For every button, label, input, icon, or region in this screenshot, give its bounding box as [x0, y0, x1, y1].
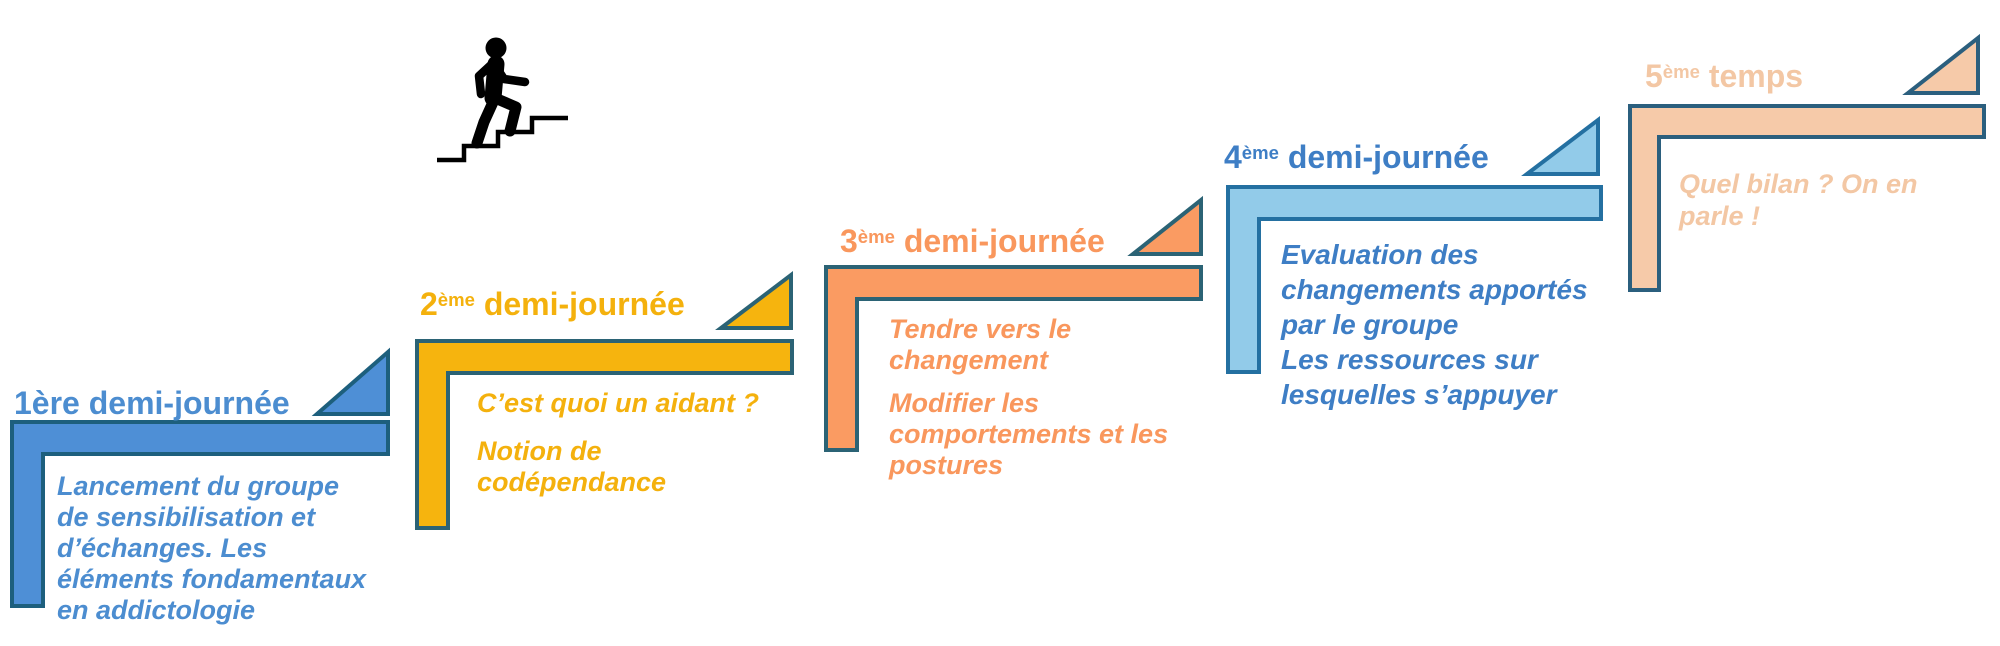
step3-description-line: comportements et les [889, 419, 1169, 449]
stairs-outline [437, 115, 568, 163]
step4-bracket [1226, 185, 1603, 374]
step5-title: 5ème temps [1645, 58, 1804, 94]
step1-description-line: d’échanges. Les [57, 533, 268, 563]
step2-title-sup: ème [437, 289, 475, 311]
step1-shape [10, 347, 390, 608]
step2-description-line: codépendance [477, 467, 667, 497]
step2-description: C’est quoi un aidant ? Notion de codépen… [477, 388, 759, 498]
step3-bracket [824, 265, 1203, 452]
step4-description-line: changements apportés [1281, 274, 1588, 305]
step3-description-line: Modifier les [889, 388, 1040, 418]
step3-title-num: 3 [840, 223, 858, 259]
step3-title: 3ème demi-journée [840, 223, 1105, 259]
step2-bracket [415, 339, 794, 530]
step1-description: Lancement du groupe de sensibilisation e… [57, 471, 366, 626]
step3-shape [824, 195, 1203, 452]
person-climbing-stairs-icon [436, 10, 576, 168]
step4-description-line: Les ressources sur [1281, 344, 1538, 375]
step3-flag-triangle-icon [1127, 195, 1203, 256]
step4-shape [1226, 115, 1603, 374]
step3-description-line: Tendre vers le [889, 314, 1072, 344]
step2-flag-triangle-icon [715, 270, 793, 330]
step1-description-line: en addictologie [57, 595, 256, 625]
step5-title-num: 5 [1645, 58, 1663, 94]
step3-title-sup: ème [857, 226, 895, 248]
step3-description: Tendre vers le changement Modifier les c… [889, 314, 1168, 481]
step2-title-num: 2 [420, 286, 438, 322]
step5-title-rest: temps [1699, 58, 1804, 94]
step5-bracket [1628, 104, 1986, 292]
step1-bracket [10, 420, 390, 608]
walking-person [471, 37, 530, 149]
step4-description: Evaluation des changements apportés par … [1281, 237, 1588, 412]
step4-title-rest: demi-journée [1278, 139, 1489, 175]
step1-description-line: de sensibilisation et [57, 502, 316, 532]
step3-description-line: changement [889, 345, 1049, 375]
step5-flag-triangle-icon [1902, 33, 1980, 95]
step5-description: Quel bilan ? On en parle ! [1679, 168, 1918, 232]
step5-description-line: parle ! [1679, 201, 1761, 231]
step1-flag-triangle-icon [311, 347, 390, 416]
step2-description-line: Notion de [477, 436, 602, 466]
step4-flag-triangle-icon [1521, 115, 1600, 176]
step1-description-line: Lancement du groupe [57, 471, 340, 501]
step2-title: 2ème demi-journée [420, 286, 685, 322]
step5-shape [1628, 33, 1986, 292]
step2-description-line: C’est quoi un aidant ? [477, 388, 759, 418]
step5-description-line: Quel bilan ? On en [1679, 169, 1918, 199]
step1-title-num: 1ère demi-journée [14, 385, 290, 421]
step2-title-rest: demi-journée [474, 286, 685, 322]
step1-description-line: éléments fondamentaux [57, 564, 367, 594]
step4-title-num: 4 [1224, 139, 1242, 175]
step1-title: 1ère demi-journée [14, 385, 290, 421]
step3-title-rest: demi-journée [894, 223, 1105, 259]
step4-title: 4ème demi-journée [1224, 139, 1489, 175]
step4-title-sup: ème [1241, 142, 1279, 164]
step3-description-line: postures [889, 450, 1004, 480]
step4-description-line: Evaluation des [1281, 239, 1479, 270]
step2-shape [415, 270, 794, 530]
step4-description-line: par le groupe [1281, 309, 1459, 340]
step5-title-sup: ème [1662, 61, 1700, 83]
step4-description-line: lesquelles s’appuyer [1281, 379, 1557, 410]
